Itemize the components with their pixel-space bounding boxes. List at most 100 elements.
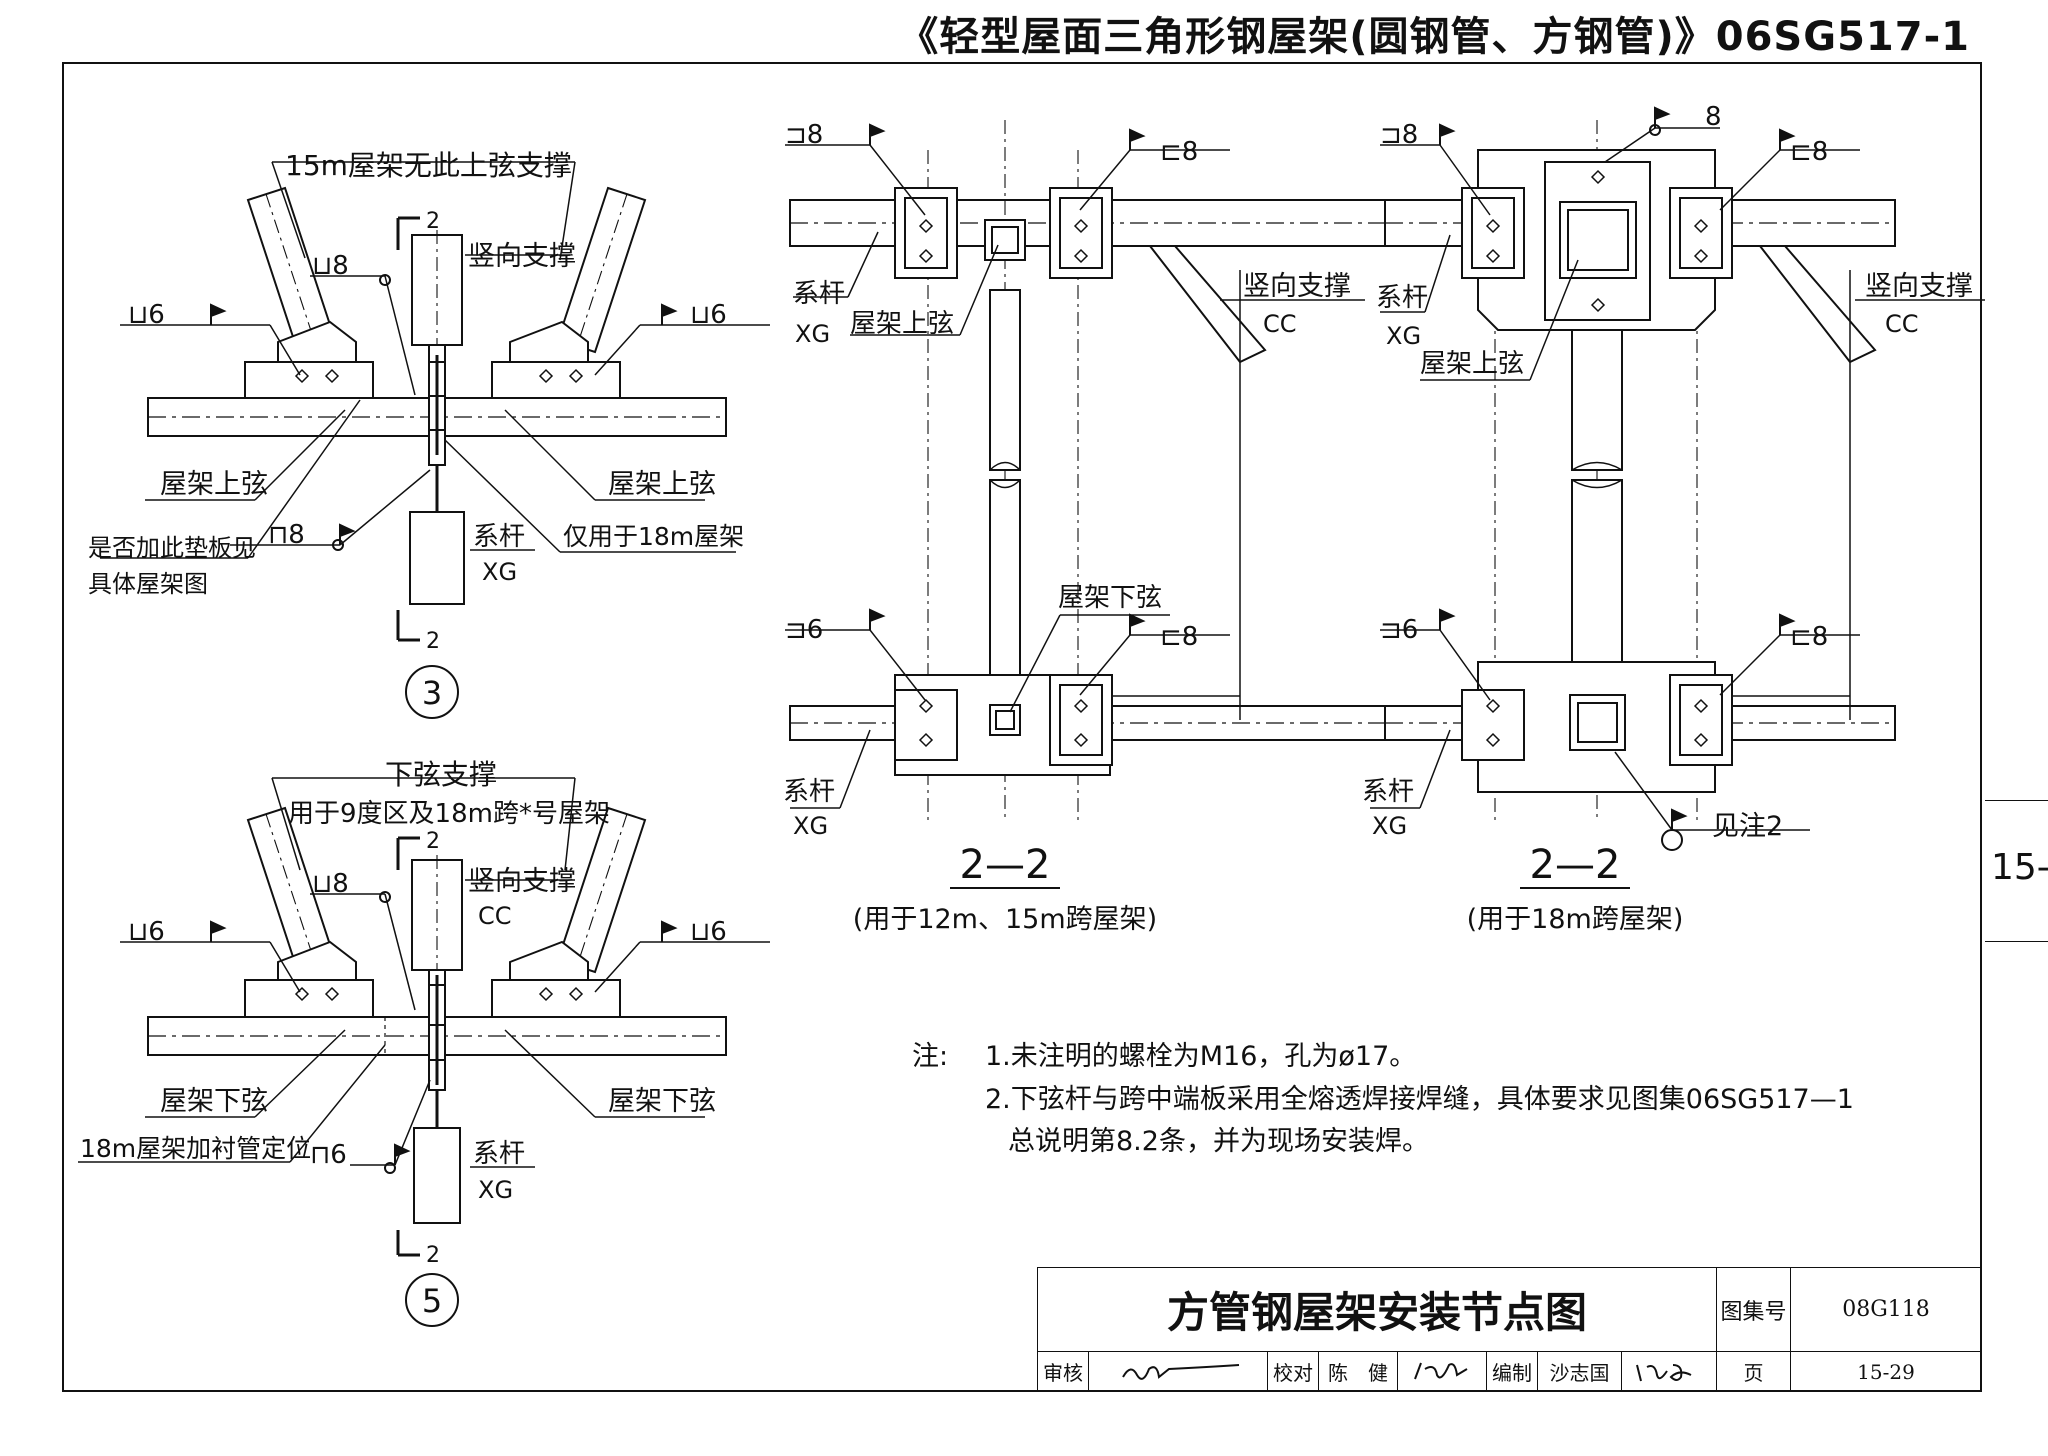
lower-brace-subtitle: 用于9度区及18m跨*号屋架 bbox=[288, 799, 610, 829]
checker-signature-scribble bbox=[1414, 1362, 1468, 1379]
vertical-brace-label: 竖向支撑 bbox=[468, 241, 576, 272]
page-side-tab: 15- bbox=[1985, 800, 2048, 942]
weld-post-label: ⊔8 bbox=[312, 869, 349, 899]
only-18m-label: 仅用于18m屋架 bbox=[563, 522, 744, 551]
section-2-2-b-labels: ⊐8 8 ⊏8 ⊐6 ⊏8 系杆 XG 屋架上弦 竖向支撑 CC 系杆 XG 见… bbox=[1362, 102, 1973, 935]
vertical-brace-code: CC bbox=[478, 902, 512, 930]
note-line-3: 总说明第8.2条，并为现场安装焊。 bbox=[1008, 1126, 1429, 1157]
vertical-brace-label: 竖向支撑 bbox=[1243, 271, 1351, 302]
pad-weld-label: ⊓8 bbox=[268, 520, 305, 550]
section-mark: 2—2 bbox=[1530, 842, 1621, 888]
weld-right-label: ⊔6 bbox=[690, 917, 727, 947]
section-mark-top: 2 bbox=[426, 829, 440, 854]
editor-name: 沙志国 bbox=[1537, 1351, 1622, 1392]
detail-3 bbox=[100, 161, 770, 719]
weld-post-label: ⊔8 bbox=[312, 251, 349, 281]
section-2-2-a bbox=[785, 120, 1401, 889]
lower-brace-title: 下弦支撑 bbox=[385, 758, 497, 791]
no-upper-brace-note: 15m屋架无此上弦支撑 bbox=[285, 149, 572, 182]
section-2-2-b bbox=[1370, 106, 1985, 889]
notes-label: 注: bbox=[912, 1041, 948, 1072]
drawing-title: 方管钢屋架安装节点图 bbox=[1037, 1267, 1717, 1352]
weld-top-label: 8 bbox=[1705, 102, 1722, 132]
section-caption: (用于18m跨屋架) bbox=[1467, 904, 1684, 935]
vertical-brace-label: 竖向支撑 bbox=[1865, 271, 1973, 302]
note-line-2: 2.下弦杆与跨中端板采用全熔透焊接焊缝，具体要求见图集06SG517—1 bbox=[985, 1084, 1854, 1115]
section-mark: 2—2 bbox=[960, 842, 1051, 888]
check-label: 校对 bbox=[1267, 1351, 1319, 1392]
tie-code-b: XG bbox=[793, 812, 828, 840]
tie-bar bbox=[409, 511, 465, 605]
section-mark-bottom: 2 bbox=[426, 629, 440, 654]
drawing-set-title: 《轻型屋面三角形钢屋架(圆钢管、方钢管)》06SG517-1 bbox=[898, 14, 1970, 60]
reviewer-signature-scribble bbox=[1122, 1363, 1240, 1380]
weld-bl-label: ⊐6 bbox=[785, 615, 823, 645]
page-label: 页 bbox=[1716, 1351, 1791, 1392]
weld-br-label: ⊏8 bbox=[1160, 622, 1198, 652]
right-lower-brace bbox=[556, 806, 647, 974]
title-block: 方管钢屋架安装节点图 图集号 08G118 审核 校对 陈 健 编制 沙志国 页… bbox=[1037, 1267, 1982, 1392]
vertical-post-tube bbox=[989, 289, 1021, 471]
reviewer-signature bbox=[1088, 1351, 1268, 1392]
notes: 注: 1.未注明的螺栓为M16，孔为ø17。 2.下弦杆与跨中端板采用全熔透焊接… bbox=[912, 1041, 1854, 1157]
atlas-number: 08G118 bbox=[1790, 1267, 1982, 1352]
weld-br-label: ⊏8 bbox=[1790, 622, 1828, 652]
tie-label: 系杆 bbox=[473, 1139, 525, 1169]
weld-tl-label: ⊐8 bbox=[785, 120, 823, 150]
section-mark-top: 2 bbox=[426, 209, 440, 234]
section-mark-bottom: 2 bbox=[426, 1243, 440, 1268]
atlas-label: 图集号 bbox=[1716, 1267, 1791, 1352]
page-number: 15-29 bbox=[1790, 1351, 1982, 1392]
left-gusset-plate bbox=[277, 320, 357, 363]
detail-number-5: 5 bbox=[422, 1282, 442, 1320]
weld-tr-label: ⊏8 bbox=[1790, 137, 1828, 167]
detail-5-labels: 下弦支撑 用于9度区及18m跨*号屋架 ⊔6 ⊔6 ⊔8 2 2 竖向支撑 CC… bbox=[80, 758, 727, 1320]
right-upper-brace bbox=[556, 186, 647, 354]
tie-code: XG bbox=[482, 558, 517, 586]
note-line-1: 1.未注明的螺栓为M16，孔为ø17。 bbox=[985, 1041, 1416, 1072]
upper-chord-label: 屋架上弦 bbox=[850, 309, 954, 339]
checker-name: 陈 健 bbox=[1318, 1351, 1398, 1392]
vertical-post-tube bbox=[1571, 329, 1623, 471]
weld-left-label: ⊔6 bbox=[128, 300, 165, 330]
weld-bl-label: ⊐6 bbox=[1380, 615, 1418, 645]
liner-note: 18m屋架加衬管定位 bbox=[80, 1134, 311, 1163]
tie-label: 系杆 bbox=[473, 522, 525, 552]
detail-5 bbox=[78, 777, 770, 1327]
see-note-label: 见注2 bbox=[1712, 811, 1783, 842]
edit-label: 编制 bbox=[1486, 1351, 1538, 1392]
tie-label: 系杆 bbox=[793, 279, 845, 309]
vertical-brace-code: CC bbox=[1263, 310, 1297, 338]
weld-right-label: ⊔6 bbox=[690, 300, 727, 330]
liner-weld-label: ⊓6 bbox=[310, 1140, 347, 1170]
lower-chord-label: 屋架下弦 bbox=[1058, 583, 1162, 613]
upper-chord-label: 屋架上弦 bbox=[1420, 349, 1524, 379]
review-label: 审核 bbox=[1037, 1351, 1089, 1392]
lower-chord-left-label: 屋架下弦 bbox=[160, 1086, 268, 1117]
tie-code: XG bbox=[478, 1176, 513, 1204]
tie-label: 系杆 bbox=[1376, 283, 1428, 313]
side-tab-label: 15- bbox=[1991, 847, 2048, 888]
section-2-2-a-labels: ⊐8 ⊏8 ⊐6 ⊏8 系杆 XG 屋架上弦 竖向支撑 CC 屋架下弦 系杆 X… bbox=[783, 120, 1351, 935]
vertical-brace-label: 竖向支撑 bbox=[468, 866, 576, 897]
weld-left-label: ⊔6 bbox=[128, 917, 165, 947]
editor-signature-scribble bbox=[1636, 1363, 1692, 1381]
diagonal-brace bbox=[1757, 245, 1877, 364]
tie-code-b: XG bbox=[1372, 812, 1407, 840]
lower-chord-right-label: 屋架下弦 bbox=[608, 1086, 716, 1117]
section-caption: (用于12m、15m跨屋架) bbox=[853, 904, 1157, 935]
weld-tl-label: ⊐8 bbox=[1380, 120, 1418, 150]
upper-chord-right-label: 屋架上弦 bbox=[608, 469, 716, 500]
checker-signature bbox=[1397, 1351, 1487, 1392]
upper-chord-left-label: 屋架上弦 bbox=[160, 469, 268, 500]
right-gusset-plate bbox=[509, 320, 589, 363]
drawing-frame bbox=[62, 62, 1982, 1392]
tie-label-b: 系杆 bbox=[783, 777, 835, 807]
pad-note-line1: 是否加此垫板见 bbox=[88, 534, 256, 562]
upper-chord-square bbox=[1559, 201, 1637, 279]
weld-tr-label: ⊏8 bbox=[1160, 137, 1198, 167]
detail-number-3: 3 bbox=[422, 674, 442, 712]
detail-3-labels: 15m屋架无此上弦支撑 ⊔6 ⊔6 ⊔8 2 2 竖向支撑 屋架上弦 屋架上弦 … bbox=[88, 149, 744, 712]
diagonal-brace bbox=[1147, 245, 1267, 364]
